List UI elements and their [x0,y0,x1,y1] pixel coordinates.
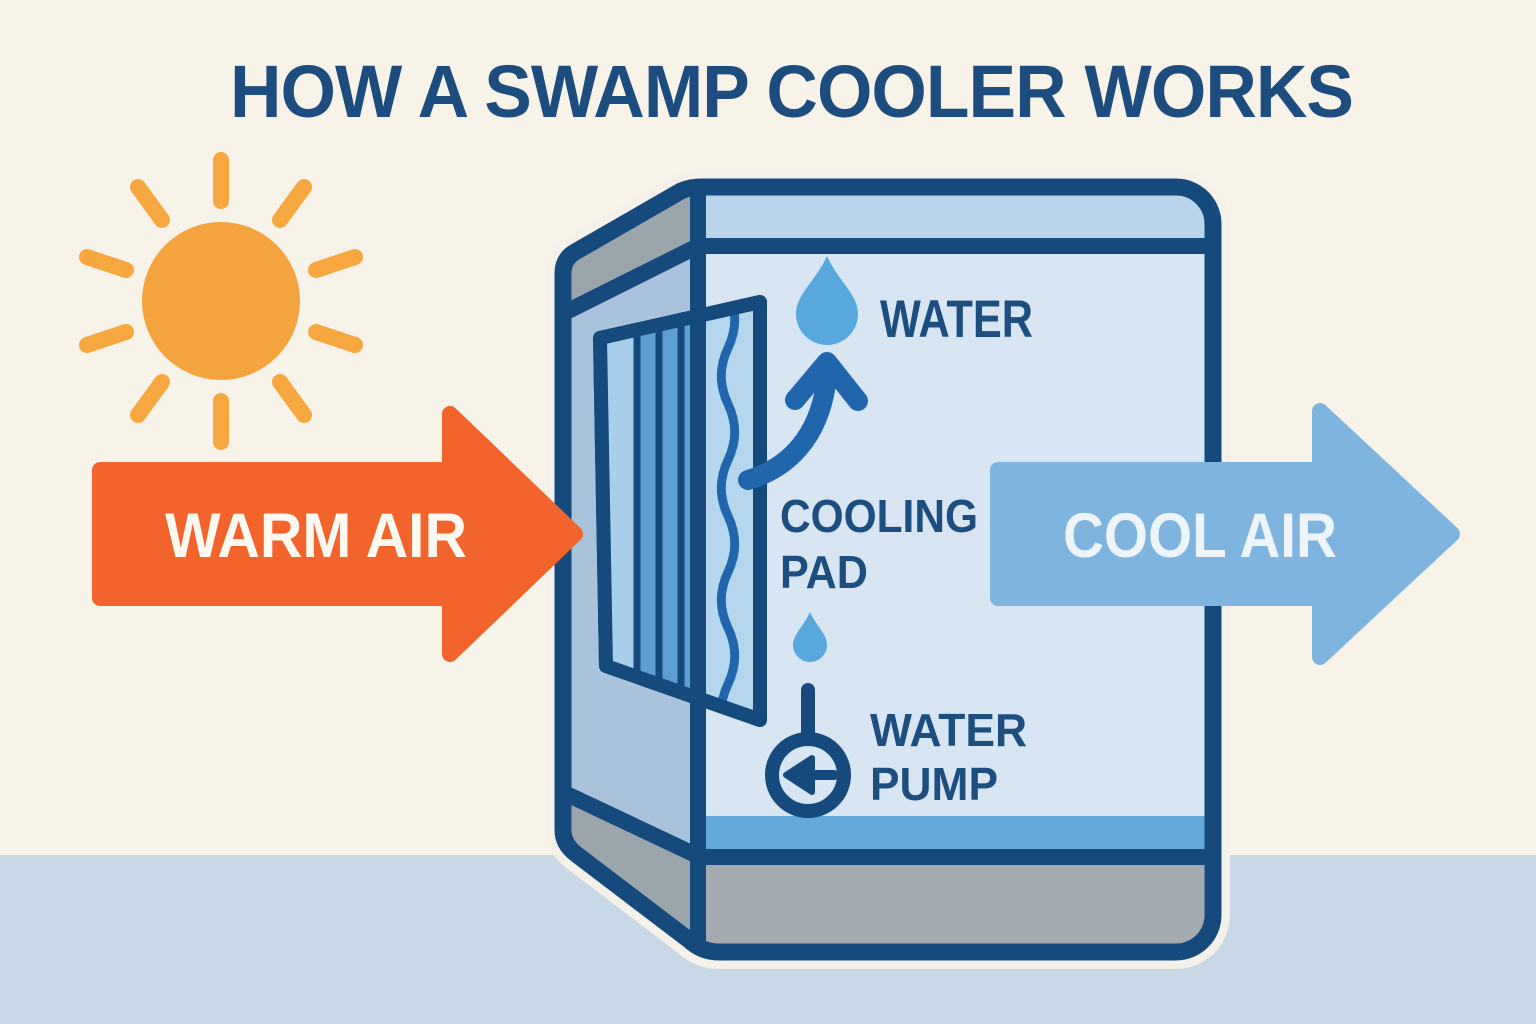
cooling-pad-label-line1: COOLING [780,490,978,542]
box-edge-lines [563,187,1213,952]
box-top-face [563,187,702,322]
small-water-droplet-icon [793,612,827,662]
cooling-pad-panel [593,295,767,727]
water-pump-label-line1: WATER [870,704,1027,756]
pad-wavy-water-line [716,302,740,720]
water-label: WATER [880,290,1033,349]
sun-rays [79,152,363,450]
water-reservoir-strip [698,816,1213,854]
water-pump-label-line2: PUMP [870,758,998,810]
warm-air-arrow: WARM AIR [92,406,583,662]
cool-air-arrow: COOL AIR [990,403,1460,665]
box-front-base [698,854,1213,952]
water-droplet-icon [796,256,858,345]
cooling-pad-label-line2: PAD [780,546,868,598]
evaporation-up-arrow-icon [738,352,868,490]
cool-air-label: COOL AIR [1063,501,1337,571]
warm-air-label: WARM AIR [165,501,467,571]
box-top-band [698,187,1213,246]
water-pump-icon [765,683,851,818]
sun-icon [79,152,363,450]
sun-core [142,222,300,380]
pad-border [593,295,767,727]
box-outline [554,178,1222,961]
page-title: HOW A SWAMP COOLER WORKS [230,50,1353,133]
pad-stripe-lines [633,302,685,720]
